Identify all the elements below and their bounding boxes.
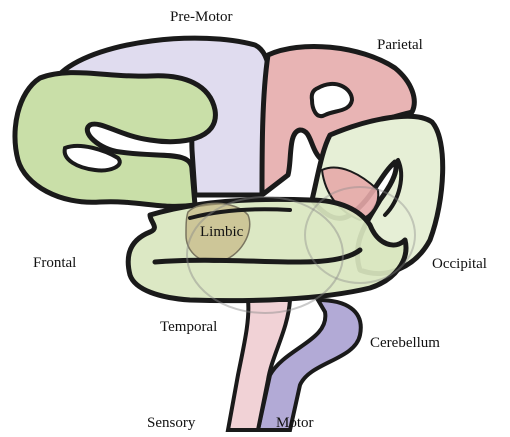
label-cerebellum: Cerebellum [370, 336, 440, 351]
label-frontal: Frontal [33, 256, 76, 271]
label-sensory: Sensory [147, 416, 195, 431]
frontal-region [15, 73, 215, 207]
label-premotor: Pre-Motor [170, 10, 233, 25]
label-motor: Motor [276, 416, 314, 431]
label-temporal: Temporal [160, 320, 217, 335]
label-parietal: Parietal [377, 38, 423, 53]
label-occipital: Occipital [432, 257, 487, 272]
label-limbic: Limbic [200, 225, 243, 240]
